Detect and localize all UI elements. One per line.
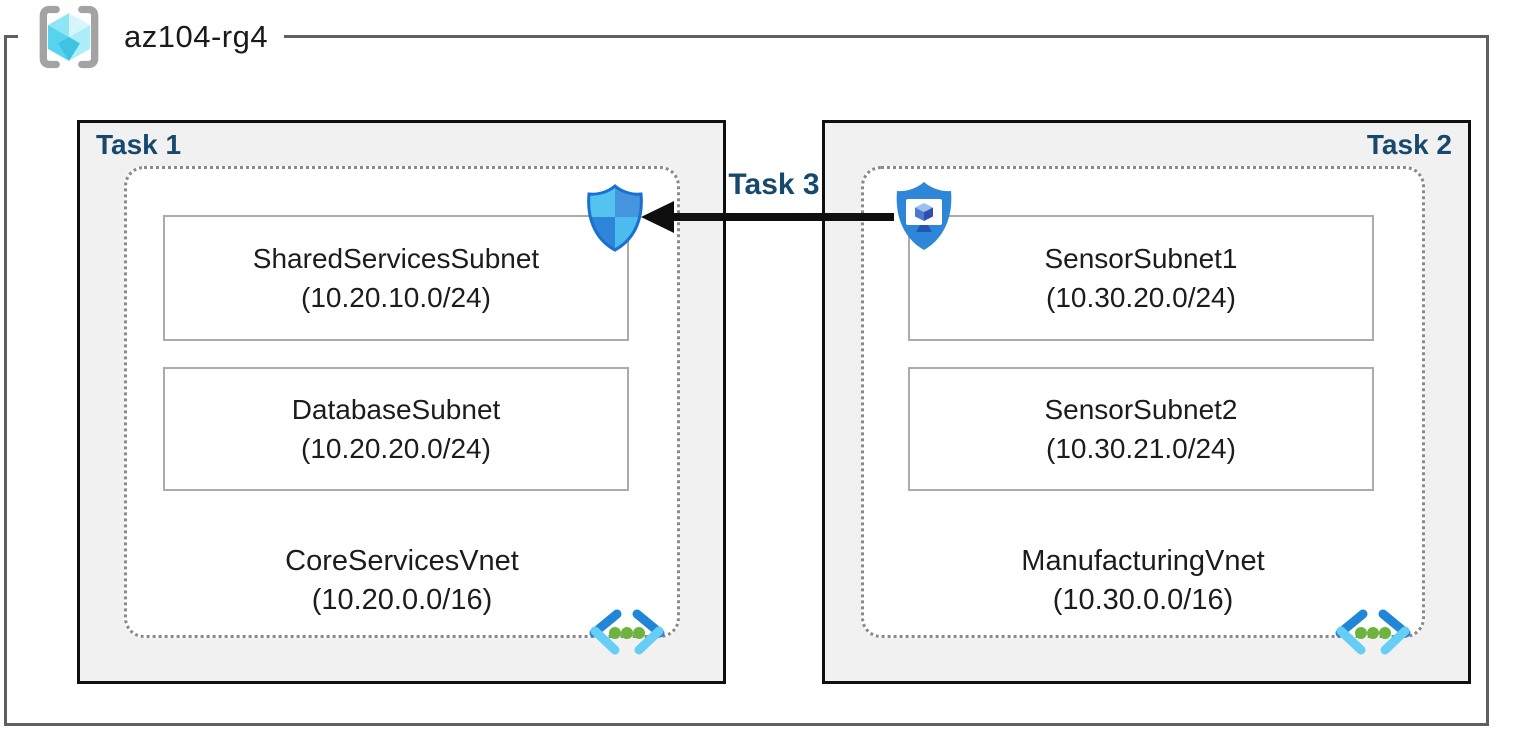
bastion-icon xyxy=(896,182,952,250)
vnet-name: CoreServicesVnet xyxy=(285,545,519,577)
task1-label: Task 1 xyxy=(96,129,182,160)
subnet-name: SensorSubnet2 xyxy=(1044,394,1238,425)
subnet-cidr: (10.30.20.0/24) xyxy=(1046,282,1236,313)
vnet-cidr: (10.20.0.0/16) xyxy=(311,584,493,616)
shared-services-subnet-box: SharedServicesSubnet (10.20.10.0/24) xyxy=(163,215,629,341)
subnet-cidr: (10.20.20.0/24) xyxy=(301,433,491,464)
subnet-name: SensorSubnet1 xyxy=(1044,243,1238,274)
subnet-name: DatabaseSubnet xyxy=(291,394,501,425)
task3-arrow xyxy=(641,201,894,233)
database-subnet-box: DatabaseSubnet (10.20.20.0/24) xyxy=(163,367,629,491)
subnet-cidr: (10.30.21.0/24) xyxy=(1046,433,1236,464)
virtual-network-icon xyxy=(589,609,665,655)
subnet-cidr: (10.20.10.0/24) xyxy=(301,282,491,313)
virtual-network-icon xyxy=(1335,609,1411,655)
subnet-name: SharedServicesSubnet xyxy=(252,243,540,274)
manufacturing-vnet-label: ManufacturingVnet (10.30.0.0/16) xyxy=(861,542,1425,620)
core-services-vnet-label: CoreServicesVnet (10.20.0.0/16) xyxy=(124,542,680,620)
resource-group-icon xyxy=(39,5,99,69)
vnet-cidr: (10.30.0.0/16) xyxy=(1052,584,1234,616)
sensor-subnet1-box: SensorSubnet1 (10.30.20.0/24) xyxy=(908,215,1374,341)
sensor-subnet2-box: SensorSubnet2 (10.30.21.0/24) xyxy=(908,367,1374,491)
task2-label: Task 2 xyxy=(1366,129,1452,160)
resource-group-header: az104-rg4 xyxy=(18,0,285,74)
resource-group-name: az104-rg4 xyxy=(124,19,269,54)
vnet-name: ManufacturingVnet xyxy=(1021,545,1265,577)
resource-group-boundary xyxy=(4,35,1489,726)
task3-label: Task 3 xyxy=(728,168,820,201)
network-security-group-icon xyxy=(587,184,643,252)
